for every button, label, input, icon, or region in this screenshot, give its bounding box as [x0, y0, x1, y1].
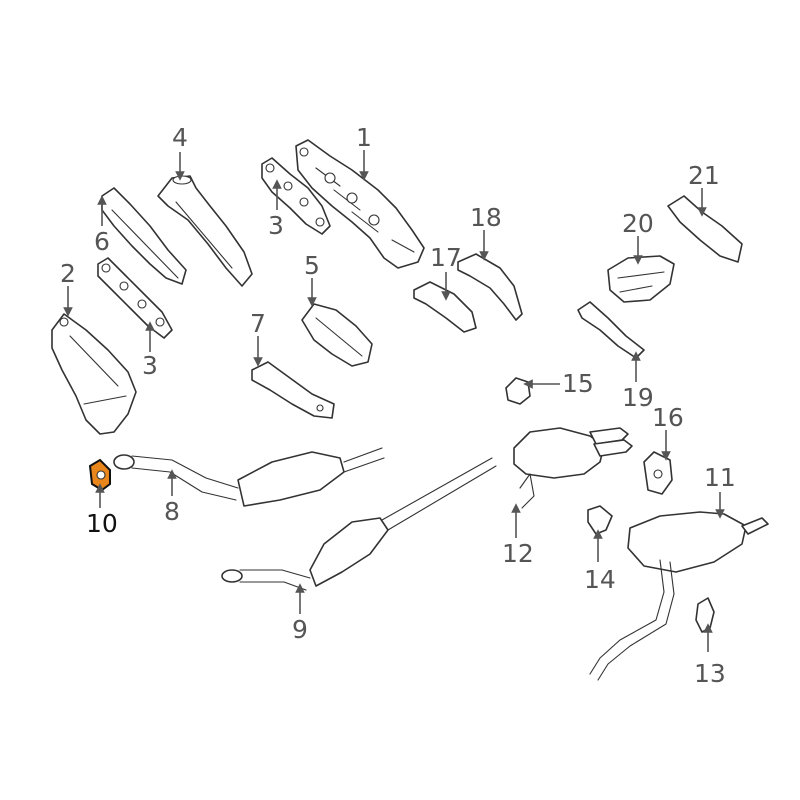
part-manifold-gasket-right[interactable] — [261, 157, 331, 235]
callout-18[interactable]: 18 — [470, 203, 502, 232]
leader-lines — [63, 150, 725, 652]
callout-3-left[interactable]: 3 — [142, 351, 158, 380]
callout-20[interactable]: 20 — [622, 209, 654, 238]
part-heat-shield-5[interactable] — [301, 303, 373, 367]
callout-19[interactable]: 19 — [622, 383, 654, 412]
callout-10[interactable]: 10 — [86, 509, 118, 538]
part-exhaust-manifold-right[interactable] — [295, 139, 425, 269]
callout-17[interactable]: 17 — [430, 243, 462, 272]
callout-14[interactable]: 14 — [584, 565, 616, 594]
callout-11[interactable]: 11 — [704, 463, 736, 492]
callout-1[interactable]: 1 — [356, 123, 372, 152]
callout-13[interactable]: 13 — [694, 659, 726, 688]
part-heat-shield-18[interactable] — [457, 253, 523, 321]
part-main-muffler-11[interactable] — [589, 511, 769, 681]
part-hanger-14[interactable] — [587, 505, 613, 535]
callout-6[interactable]: 6 — [94, 227, 110, 256]
part-exhaust-manifold-left[interactable] — [51, 313, 137, 435]
part-heat-shield-21[interactable] — [667, 195, 743, 263]
part-heat-shield-6[interactable] — [101, 187, 187, 285]
part-sensor-16[interactable] — [643, 451, 673, 495]
callout-9[interactable]: 9 — [292, 615, 308, 644]
callout-3-top[interactable]: 3 — [268, 211, 284, 240]
part-heat-shield-19[interactable] — [577, 301, 645, 359]
callout-4[interactable]: 4 — [172, 123, 188, 152]
part-bracket-7[interactable] — [251, 361, 335, 419]
part-heat-shield-17[interactable] — [413, 281, 477, 333]
part-hanger-13[interactable] — [695, 597, 715, 633]
part-intermediate-pipe-9[interactable] — [221, 457, 497, 591]
part-manifold-gasket-left[interactable] — [97, 257, 173, 339]
callout-2[interactable]: 2 — [60, 259, 76, 288]
part-clamp-15[interactable] — [505, 377, 531, 405]
callout-21[interactable]: 21 — [688, 161, 720, 190]
callout-7[interactable]: 7 — [250, 309, 266, 338]
callout-labels: 1 2 3 3 4 5 6 7 8 9 10 11 12 13 14 15 16… — [60, 123, 736, 688]
callout-12[interactable]: 12 — [502, 539, 534, 568]
callout-5[interactable]: 5 — [304, 251, 320, 280]
part-rear-muffler-12[interactable] — [513, 427, 633, 509]
callout-8[interactable]: 8 — [164, 497, 180, 526]
part-flange-gasket-10[interactable] — [88, 458, 111, 492]
callout-16[interactable]: 16 — [652, 403, 684, 432]
part-heat-shield-4[interactable] — [157, 175, 253, 287]
part-front-pipe-8[interactable] — [113, 447, 385, 507]
callout-15[interactable]: 15 — [562, 369, 594, 398]
part-mount-20[interactable] — [607, 255, 675, 303]
